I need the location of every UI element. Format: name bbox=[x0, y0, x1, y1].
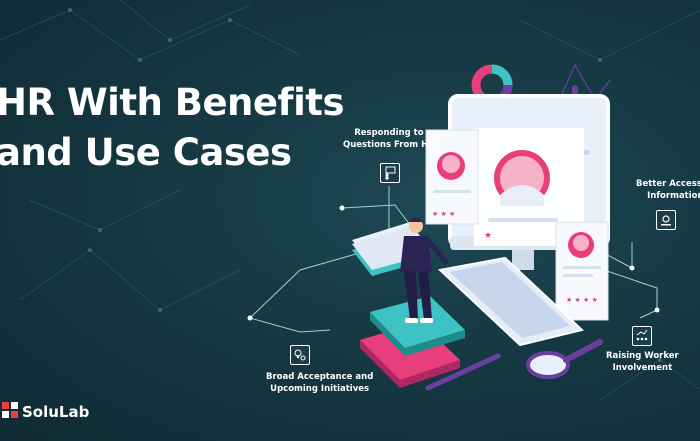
svg-text:★: ★ bbox=[484, 231, 492, 241]
label-raising-worker-involvement: Raising Worker Involvement bbox=[606, 350, 679, 374]
label-line: Upcoming Initiatives bbox=[270, 384, 370, 394]
profile-card-right: ★ ★ ★ ★ bbox=[555, 221, 609, 321]
person-figure bbox=[400, 217, 449, 323]
label-line: Better Access to bbox=[636, 179, 700, 189]
svg-text:★ ★ ★: ★ ★ ★ bbox=[432, 210, 455, 218]
title-line-2: and Use Cases bbox=[0, 131, 292, 174]
profile-card-left: ★ ★ ★ bbox=[425, 129, 479, 225]
label-line: Questions From HR bbox=[343, 140, 435, 150]
keyboard-icon bbox=[437, 256, 585, 347]
solulab-logo-icon bbox=[2, 402, 18, 418]
label-broad-acceptance: Broad Acceptance and Upcoming Initiative… bbox=[266, 371, 373, 395]
label-line: Involvement bbox=[612, 363, 673, 373]
label-better-access: Better Access to Information bbox=[636, 178, 700, 202]
svg-text:★ ★ ★ ★: ★ ★ ★ ★ bbox=[566, 296, 598, 304]
team-growth-icon bbox=[632, 326, 652, 346]
gear-monitor-icon bbox=[656, 210, 676, 230]
pencil-icon bbox=[425, 353, 501, 391]
magnifier-icon bbox=[526, 339, 603, 379]
title-line-1: HR With Benefits bbox=[0, 81, 344, 124]
label-line: Responding to bbox=[354, 128, 424, 138]
page-title: HR With Benefits and Use Cases bbox=[0, 78, 344, 178]
label-responding-to-questions: Responding to Questions From HR bbox=[343, 127, 435, 151]
brand-name: SoluLab bbox=[22, 403, 90, 421]
label-line: Information bbox=[647, 191, 700, 201]
presenter-icon bbox=[380, 163, 400, 183]
label-line: Broad Acceptance and bbox=[266, 372, 374, 382]
lightbulb-gear-icon bbox=[290, 345, 310, 365]
label-line: Raising Worker bbox=[606, 351, 679, 361]
